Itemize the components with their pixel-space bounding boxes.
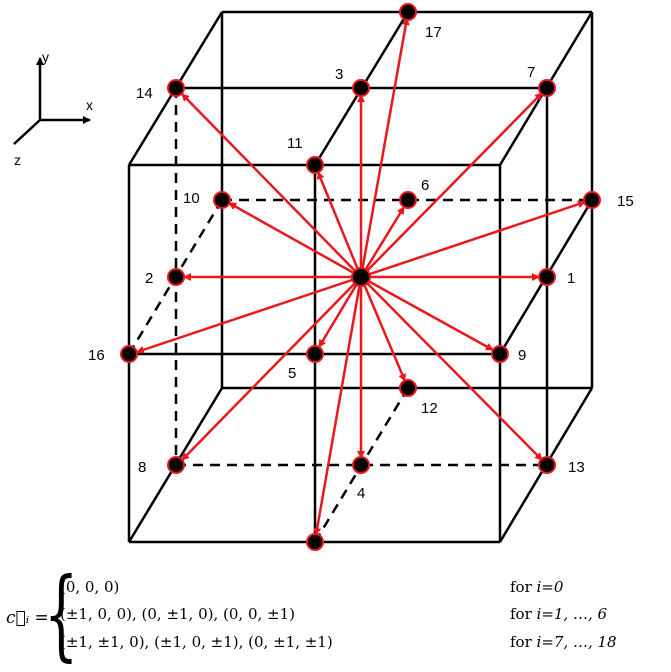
y-axis-label: y [42,49,49,65]
node-0 [351,267,371,287]
label-2: 2 [145,270,153,287]
arrow-5 [317,276,363,348]
node-15 [583,191,601,209]
z-axis-arrow [13,119,41,145]
condition-prefix: for [510,633,537,651]
arrow-18 [313,276,363,536]
node-5 [306,345,324,363]
arrow-10 [228,201,362,279]
x-axis-label: x [86,97,93,113]
label-18: 18 [326,563,343,565]
equation-row-condition: for i=7, …, 18 [510,633,617,651]
node-9 [491,345,509,363]
condition-prefix: for [510,605,537,623]
node-7 [538,79,556,97]
label-16: 16 [88,347,105,364]
equation-row-vectors: (±1, ±1, 0), (±1, 0, ±1), (0, ±1, ±1) [60,633,333,651]
label-1: 1 [567,270,575,287]
node-10 [213,191,231,209]
arrow-17 [359,17,410,278]
equation-brace: { [44,558,79,672]
label-3: 3 [335,66,343,83]
label-14: 14 [136,85,153,102]
label-10: 10 [183,190,200,207]
arrow-12 [359,276,407,382]
d3q19-lattice-diagram: y x z [13,3,634,565]
node-17 [399,3,417,21]
node-16 [120,345,138,363]
z-axis-label: z [14,152,21,168]
arrow-6 [359,206,406,278]
equation-row-vectors: (±1, 0, 0), (0, ±1, 0), (0, 0, ±1) [60,605,295,623]
axis-triad: y x z [13,49,93,168]
arrow-9 [360,275,494,352]
condition-index: i=0 [536,578,564,596]
label-7: 7 [527,64,535,81]
arrow-8 [181,276,362,461]
node-11 [306,156,324,174]
node-4 [352,456,370,474]
label-9: 9 [518,347,526,364]
label-12: 12 [421,400,438,417]
label-11: 11 [287,135,303,152]
label-6: 6 [421,177,429,194]
equation-row-condition: for i=0 [510,578,563,596]
node-18 [306,533,324,551]
node-14 [167,79,185,97]
node-8 [167,456,185,474]
arrow-7 [360,92,543,278]
node-12 [399,379,417,397]
velocity-arrows [136,17,586,536]
arrow-15 [360,200,586,279]
node-13 [538,456,556,474]
label-15: 15 [617,193,634,210]
label-5: 5 [288,365,296,382]
condition-index: i=7, …, 18 [536,633,617,651]
lattice-nodes [120,3,601,551]
label-17: 17 [425,24,442,41]
arrow-14 [181,93,362,278]
equation-lhs: c⃗ᵢ = [6,608,49,628]
arrow-13 [360,276,543,461]
equation-row-condition: for i=1, …, 6 [510,605,607,623]
node-3 [352,79,370,97]
node-2 [167,268,185,286]
arrow-11 [316,171,363,278]
node-1 [538,268,556,286]
arrow-16 [136,275,362,354]
condition-prefix: for [510,578,537,596]
node-6 [399,191,417,209]
node-labels: 17 3 7 14 11 10 6 15 2 1 16 5 9 12 8 4 1… [88,24,634,565]
label-4: 4 [357,485,365,502]
label-13: 13 [568,459,585,476]
equation-row-vectors: (0, 0, 0) [60,578,120,596]
condition-index: i=1, …, 6 [536,605,608,623]
label-8: 8 [138,459,146,476]
